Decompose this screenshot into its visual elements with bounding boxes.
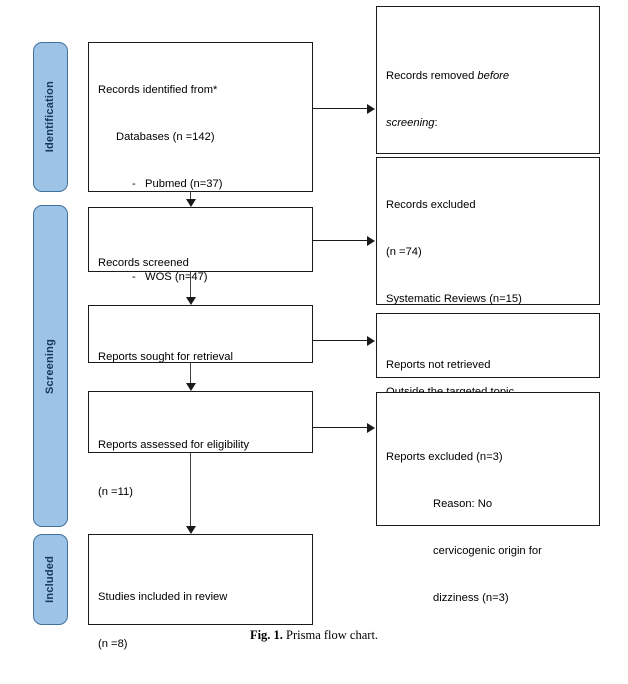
stage-band-identification-label: Identification: [44, 81, 56, 153]
connector-sought-to-assessed: [190, 363, 192, 385]
records-excluded-line-3: Systematic Reviews (n=15): [386, 292, 522, 305]
records-identified-line-3: - Pubmed (n=37): [132, 177, 223, 190]
stage-band-identification: Identification: [33, 42, 68, 192]
records-excluded-line-2: (n =74): [386, 245, 422, 258]
reports-not-retrieved-line-1: Reports not retrieved: [386, 359, 491, 372]
records-excluded-line-1: Records excluded: [386, 199, 476, 212]
reports-sought-line-1: Reports sought for retrieval: [98, 351, 233, 364]
reports-excluded-line-3: cervicogenic origin for: [433, 544, 542, 557]
studies-included-line-1: Studies included in review: [98, 591, 228, 604]
box-reports-assessed-text: Reports assessed for eligibility (n =11): [98, 407, 306, 532]
records-identified-line-2: Databases (n =142): [116, 130, 215, 143]
connector-screened-to-excluded: [313, 240, 368, 242]
arrow-sought-to-assessed: [186, 383, 196, 391]
arrow-identified-to-removed: [367, 103, 375, 114]
reports-excluded-line-1: Reports excluded (n=3): [386, 451, 503, 464]
reports-excluded-line-2: Reason: No: [433, 497, 493, 510]
reports-excluded-line-4: dizziness (n=3): [433, 591, 509, 604]
connector-assessed-to-included: [190, 453, 192, 527]
connector-screened-to-sought: [190, 272, 192, 298]
arrow-identified-to-screened: [186, 199, 196, 207]
box-reports-excluded: Reports excluded (n=3) Reason: No cervic…: [376, 392, 600, 604]
box-reports-excluded-text: Reports excluded (n=3) Reason: No cervic…: [386, 419, 593, 637]
stage-band-screening-label: Screening: [44, 338, 56, 394]
arrow-screened-to-sought: [186, 297, 196, 305]
records-removed-line-2-plain: :: [434, 116, 438, 129]
connector-sought-to-not-retrieved: [313, 340, 368, 342]
records-removed-line-2: screening:: [386, 116, 593, 132]
box-reports-sought: Reports sought for retrieval (n =11): [88, 305, 313, 410]
box-records-screened: Records screened (n =85): [88, 207, 313, 316]
box-reports-not-retrieved: Reports not retrieved (n = 0): [376, 313, 600, 418]
arrow-screened-to-excluded: [367, 235, 375, 246]
box-records-identified: Records identified from* Databases (n =1…: [88, 42, 313, 330]
figure-caption-label: Fig. 1.: [249, 628, 283, 642]
connector-identified-to-screened: [190, 192, 192, 200]
reports-assessed-line-2: (n =11): [98, 485, 133, 498]
box-records-removed: Records removed before screening: Duplic…: [376, 6, 600, 223]
figure-caption-text: Prisma flow chart.: [286, 628, 379, 642]
arrow-assessed-to-reports-excluded: [367, 422, 375, 433]
figure-caption: Fig. 1. Prisma flow chart.: [0, 628, 628, 643]
records-removed-line-2-italic: screening: [386, 116, 435, 129]
stage-band-screening: Screening: [33, 205, 68, 527]
connector-identified-to-removed: [313, 108, 368, 110]
arrow-sought-to-not-retrieved: [367, 335, 375, 346]
stage-band-included: Included: [33, 534, 68, 625]
records-identified-line-1: Records identified from*: [98, 84, 218, 97]
box-records-excluded: Records excluded (n =74) Systematic Revi…: [376, 157, 600, 492]
connector-assessed-to-reports-excluded: [313, 427, 368, 429]
box-studies-included-text: Studies included in review (n =8): [98, 559, 306, 684]
stage-band-included-label: Included: [44, 556, 56, 603]
prisma-flow-chart: Identification Screening Included Record…: [0, 6, 628, 650]
arrow-assessed-to-included: [186, 526, 196, 534]
reports-assessed-line-1: Reports assessed for eligibility: [98, 439, 250, 452]
records-removed-line-1-italic: before: [477, 70, 510, 83]
box-reports-assessed: Reports assessed for eligibility (n =11): [88, 391, 313, 498]
studies-included-line-2: (n =8): [98, 637, 128, 650]
records-removed-line-1: Records removed before: [386, 69, 593, 85]
box-studies-included: Studies included in review (n =8): [88, 534, 313, 650]
records-removed-line-1-plain: Records removed: [386, 70, 478, 83]
records-screened-line-1: Records screened: [98, 257, 189, 270]
